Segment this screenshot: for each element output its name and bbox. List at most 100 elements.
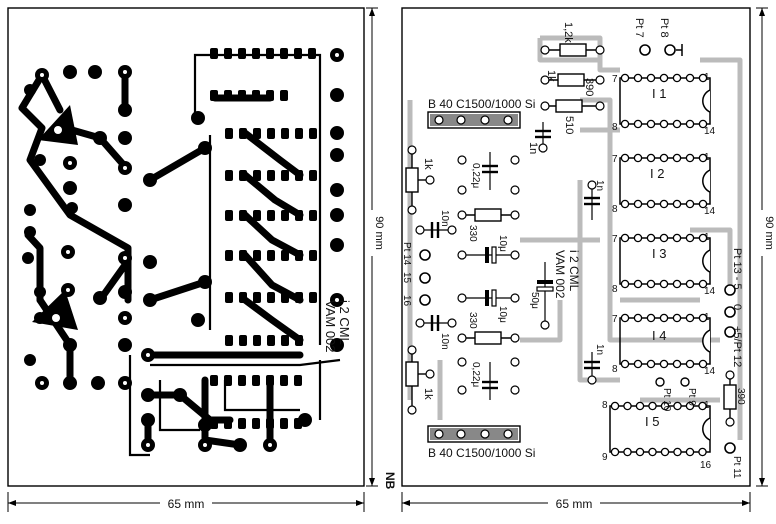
- ic4-pin-pad: [633, 313, 643, 323]
- bridge-bottom-label: B 40 C1500/1000 Si: [428, 446, 535, 460]
- ic5-pin-pad: [610, 401, 620, 411]
- ic5-pin-pad: [610, 447, 620, 457]
- resistor-1k-top: 1k: [540, 70, 605, 87]
- resistor-1k2-label: 1,2k: [562, 22, 574, 43]
- c50u-label: 50μ: [529, 292, 540, 309]
- pot-top-label: 1k: [422, 158, 434, 170]
- capacitor-10u-bottom: 10μ: [457, 289, 520, 323]
- pt10-label: Pt 10: [661, 388, 672, 412]
- component-height-dimension: 90 mm: [755, 7, 775, 487]
- ic4-pin-pad: [698, 359, 708, 369]
- pt14-15-16-pads: Pt 14 15 16: [401, 242, 431, 307]
- ic5-pin-pad: [623, 447, 632, 457]
- ic3-pin-pad: [646, 279, 656, 289]
- ic2-label: I 2: [650, 166, 664, 181]
- resistor-330-bottom: 330: [457, 312, 520, 345]
- ic2-pin-pad: [620, 199, 630, 209]
- pt16-label: 16: [401, 295, 412, 307]
- ic1-pin14: 14: [704, 126, 716, 137]
- foil-board-outline: [7, 7, 365, 487]
- foil-label-line1: i 2 CML: [337, 300, 352, 345]
- ic4-pin14: 14: [704, 366, 716, 377]
- ic5-pin-pad: [673, 401, 682, 411]
- ic3-pin-pad: [698, 279, 708, 289]
- r330-top-label: 330: [467, 225, 478, 242]
- resistor-1k2: 1,2k: [540, 22, 605, 57]
- ic2-pin-pad: [685, 153, 695, 163]
- ic2-pin-pad: [659, 153, 669, 163]
- test-point-8: Pt 8: [658, 18, 683, 56]
- ic4-label: I 4: [652, 328, 666, 343]
- ic1-pin-pad: [672, 73, 682, 83]
- ic2-pin-pad: [685, 199, 695, 209]
- c022-top-label: 0,22μ: [470, 163, 481, 188]
- component-width-label: 65 mm: [556, 497, 593, 511]
- ic1-pin-pad: [620, 119, 630, 129]
- component-label-line2: VAM 002: [553, 250, 567, 299]
- ic2-pin-pad: [620, 153, 630, 163]
- foil-height-dimension: 90 mm: [365, 7, 385, 487]
- ic2-pin-pad: [698, 199, 708, 209]
- ic3-pin-pad: [659, 279, 669, 289]
- pt8-label: Pt 8: [658, 18, 670, 38]
- bridge-top-label: B 40 C1500/1000 Si: [428, 97, 535, 111]
- ic3-pin-pad: [620, 233, 630, 243]
- ic4-pin7: 7: [612, 314, 618, 325]
- pt9-label: Pt 9: [686, 388, 697, 406]
- ic1-pin-pad: [646, 119, 656, 129]
- c10u-top-label: 10μ: [497, 235, 508, 252]
- foil-label-line2: VAM 002: [323, 300, 338, 353]
- pt15-label: 15: [401, 272, 412, 284]
- pt13-label: Pt 13 - 5: [731, 248, 743, 290]
- potentiometer-bottom: 1k: [405, 345, 435, 415]
- ic1-pin-pad: [685, 119, 695, 129]
- ic5-pin-pad: [698, 447, 707, 457]
- ic2-pin-pad: [698, 153, 708, 163]
- capacitor-10u-top: 10μ: [457, 235, 520, 264]
- component-layout-panel: B 40 C1500/1000 Si B 40 C1500/1000 Si 1,…: [383, 7, 775, 512]
- ic4-pin-pad: [672, 313, 682, 323]
- ic3-pin-pad: [633, 233, 643, 243]
- bridge-rectifier-top: B 40 C1500/1000 Si: [427, 97, 535, 129]
- ic3-pin14: 14: [704, 286, 716, 297]
- pt11-label: Pt 11: [731, 456, 742, 479]
- potentiometer-top: 1k: [405, 145, 435, 215]
- foil-pad-holes: [40, 53, 339, 447]
- ic2-pin-pad: [633, 199, 643, 209]
- capacitor-1n-low: 1n: [584, 344, 605, 385]
- resistor-1k-top-label: 1k: [545, 70, 557, 82]
- ic2-pin8: 8: [612, 204, 618, 215]
- ic5-pin-pad: [648, 447, 657, 457]
- ic3-pin-pad: [698, 233, 708, 243]
- ic1-pin-pad: [633, 119, 643, 129]
- ic3-pin8: 8: [612, 284, 618, 295]
- ic1-pin-pad: [659, 73, 669, 83]
- zero-label: 0: [731, 304, 743, 310]
- ic5-pin1: 1: [704, 400, 710, 411]
- ic5-pin-pad: [635, 447, 645, 457]
- ic4-pin-pad: [633, 359, 643, 369]
- ic4-pin-pad: [685, 359, 695, 369]
- pt12-label: +5/Pt 12: [731, 326, 743, 367]
- ic5-pin8: 8: [602, 400, 608, 411]
- component-height-label: 90 mm: [763, 216, 775, 250]
- ic2-pin14: 14: [704, 206, 716, 217]
- ic5-pin-pad: [623, 401, 632, 411]
- right-test-points: Pt 13 - 5 0 +5/Pt 12: [724, 248, 743, 367]
- foil-ic-footprints: [210, 48, 317, 429]
- ic2-pin-pad: [672, 199, 682, 209]
- foil-width-label: 65 mm: [168, 497, 205, 511]
- ic4-pin-pad: [672, 359, 682, 369]
- component-board-label: i 2 CML VAM 002: [553, 250, 581, 299]
- ic3-pin7: 7: [612, 234, 618, 245]
- ic5-pin-pad: [685, 447, 695, 457]
- ic2-pin-pad: [633, 153, 643, 163]
- foil-layout-panel: i 2 CML VAM 002 65 mm 90 mm: [7, 7, 385, 512]
- c1n-mid-label: 1n: [594, 180, 605, 191]
- ic1-pin-pad: [685, 73, 695, 83]
- ic1-pin-pad: [698, 119, 708, 129]
- ic4-pin-pad: [685, 313, 695, 323]
- test-point-7: Pt 7: [633, 18, 651, 56]
- ic2-pin-pad: [672, 153, 682, 163]
